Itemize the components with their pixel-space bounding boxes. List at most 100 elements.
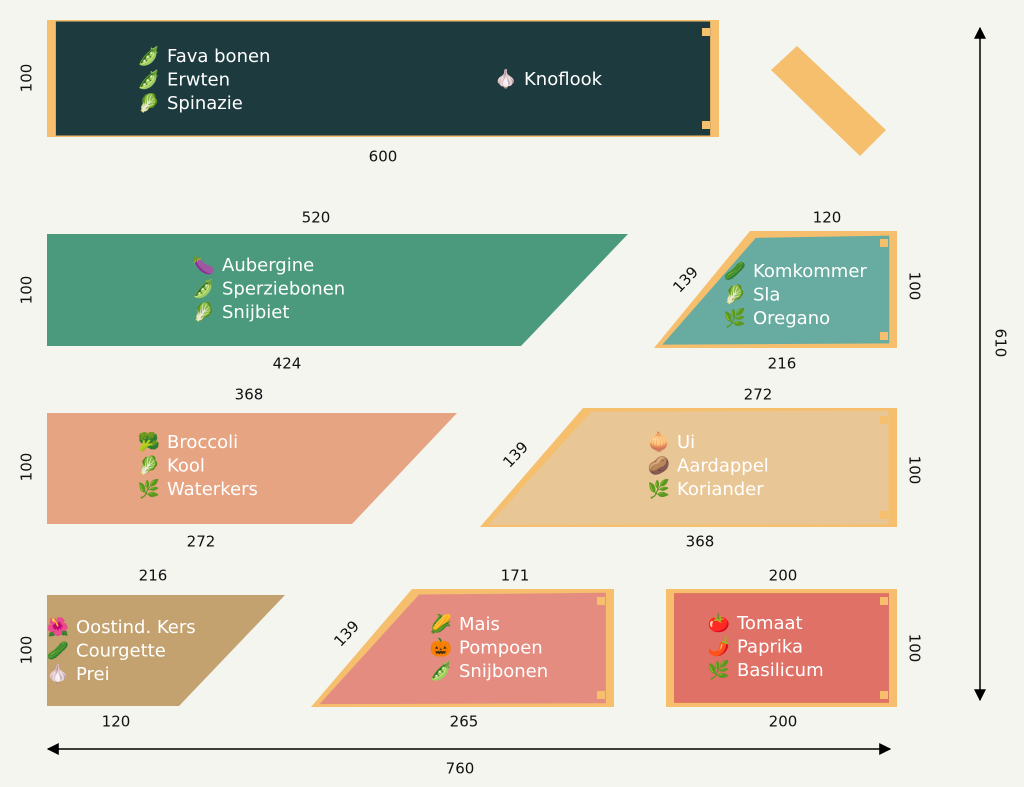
dimension-bottom: 272	[187, 533, 216, 551]
garlic-icon: 🧄	[495, 68, 517, 90]
frame-corner	[597, 597, 605, 605]
dimension-left: 100	[18, 276, 36, 305]
dimension-top: 120	[813, 209, 842, 227]
dimension-left: 100	[18, 453, 36, 482]
bed-surface	[674, 593, 889, 703]
dimension-top: 368	[235, 386, 264, 404]
onion-icon: 🧅	[648, 431, 670, 453]
dimension-left: 100	[18, 64, 36, 93]
dimension-slope: 139	[669, 263, 702, 296]
peas-icon: 🫛	[138, 69, 160, 91]
leafy-green-icon: 🥬	[724, 284, 746, 306]
herb-icon: 🌿	[138, 478, 160, 500]
plant-label: Oregano	[753, 308, 830, 329]
broccoli-icon: 🥦	[138, 431, 160, 453]
bed-surface	[488, 410, 889, 525]
plant-label: Sla	[753, 285, 780, 306]
dimension-bottom: 120	[102, 713, 131, 731]
plant-label: Sperziebonen	[222, 279, 345, 300]
frame-corner	[880, 239, 888, 247]
dimension-bottom: 200	[769, 713, 798, 731]
garden-bed-2: 🍆Aubergine🫛Sperziebonen🥬Snijbiet52042410…	[18, 209, 628, 373]
plant-label: Erwten	[167, 70, 230, 91]
dimension-bottom: 216	[768, 355, 797, 373]
plant-label: Waterkers	[167, 479, 258, 500]
frame-corner	[702, 121, 710, 129]
garden-bed-8: 🍅 Tomaat 🌶️ Paprika 🌿 Basilicum 200 200 100	[666, 567, 924, 731]
plant-label: Courgette	[76, 641, 166, 662]
leafy-green-icon: 🥬	[138, 455, 160, 477]
dimension-top: 520	[302, 209, 331, 227]
overall-width-label: 760	[446, 760, 475, 778]
hibiscus-icon: 🌺	[47, 616, 69, 638]
frame-corner	[880, 691, 888, 699]
plant-label: Broccoli	[167, 432, 238, 453]
plant-label: Koriander	[677, 479, 764, 500]
plant-label: Fava bonen	[167, 46, 270, 67]
plant-label: Basilicum	[737, 660, 824, 681]
herb-icon: 🌿	[724, 307, 746, 329]
plant-label: Mais	[459, 614, 500, 635]
frame-corner	[702, 28, 710, 36]
plant-label: Aardappel	[677, 456, 769, 477]
plant-label: Kool	[167, 456, 205, 477]
potato-icon: 🥔	[648, 455, 670, 477]
herb-icon: 🌿	[708, 659, 730, 681]
dimension-top: 200	[769, 567, 798, 585]
chili-icon: 🌶️	[708, 636, 730, 658]
leek-icon: 🧄	[47, 663, 69, 685]
dimension-slope: 139	[330, 617, 363, 650]
frame-corner	[880, 511, 888, 519]
plant-label: Aubergine	[222, 255, 314, 276]
peas-icon: 🫛	[138, 45, 160, 67]
zucchini-icon: 🥒	[47, 641, 69, 662]
leafy-green-icon: 🥬	[193, 301, 215, 323]
dimension-right: 100	[906, 272, 924, 301]
frame-corner	[880, 332, 888, 340]
tomato-icon: 🍅	[708, 612, 730, 634]
corn-icon: 🌽	[430, 613, 452, 635]
plant-label: Paprika	[737, 637, 803, 658]
bed-surface	[55, 21, 711, 136]
pumpkin-icon: 🎃	[430, 637, 452, 659]
eggplant-icon: 🍆	[193, 254, 215, 276]
dimension-left: 100	[18, 636, 36, 665]
plant-label: Spinazie	[167, 93, 243, 114]
dimension-slope: 139	[499, 438, 532, 471]
bed-surface	[47, 595, 285, 706]
frame-corner	[880, 416, 888, 424]
peas-icon: 🫛	[430, 660, 452, 682]
frame-corner	[880, 597, 888, 605]
plant-label: Pompoen	[459, 638, 543, 659]
dimension-bottom: 368	[686, 533, 715, 551]
bed-surface	[47, 413, 457, 524]
dimension-bottom: 424	[273, 355, 302, 373]
cucumber-icon: 🥒	[724, 261, 746, 282]
decorative-slab	[771, 46, 886, 156]
plant-label: Prei	[76, 664, 110, 685]
dimension-bottom: 600	[369, 148, 398, 166]
plant-label: Snijbiet	[222, 302, 289, 323]
dimension-top: 216	[139, 567, 168, 585]
garden-bed-5: 🧅 Ui 🥔 Aardappel 🌿 Koriander 272 368 100 139	[480, 386, 924, 551]
dimension-top: 272	[744, 386, 773, 404]
dimension-bottom: 265	[450, 713, 479, 731]
frame-corner	[597, 691, 605, 699]
garden-bed-4: 🥦 Broccoli 🥬 Kool 🌿 Waterkers 368 272 100	[18, 386, 457, 551]
leafy-green-icon: 🥬	[138, 92, 160, 114]
garden-bed-1: 🫛 Fava bonen 🫛 Erwten 🥬 Spinazie 🧄 Knoflook 600 1…	[18, 20, 719, 166]
herb-icon: 🌿	[648, 478, 670, 500]
bed-surface	[47, 234, 628, 346]
plant-label: Knoflook	[524, 69, 603, 90]
plant-label: Oostind. Kers	[76, 617, 196, 638]
dimension-right: 100	[906, 634, 924, 663]
overall-height-label: 610	[992, 329, 1010, 358]
plant-label: Tomaat	[736, 613, 803, 634]
plant-label: Ui	[677, 432, 695, 453]
plant-label: Snijbonen	[459, 661, 548, 682]
dimension-right: 100	[906, 456, 924, 485]
bed-surface	[662, 235, 890, 345]
